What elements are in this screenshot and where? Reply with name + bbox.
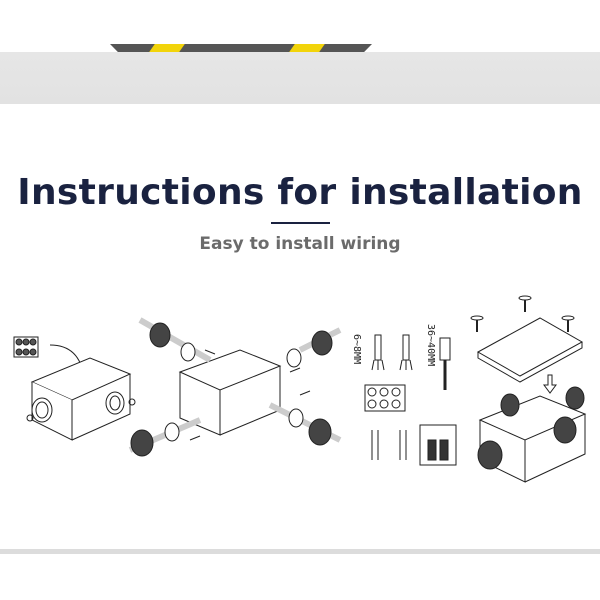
page-title: Instructions for installation	[17, 172, 583, 213]
title-divider	[271, 222, 330, 224]
product-image	[110, 44, 372, 52]
lid-screw-icon	[470, 295, 587, 483]
junction-box-open-icon	[13, 336, 136, 441]
bottom-divider	[0, 549, 600, 554]
grey-band	[0, 52, 600, 104]
yellow-stripe	[149, 44, 185, 52]
cable-gland-assembly-icon	[128, 317, 342, 457]
installation-diagram: 6~8MM 36~40MM	[0, 288, 600, 498]
page-subtitle: Easy to install wiring	[199, 234, 401, 254]
svg-text:36~40MM: 36~40MM	[425, 324, 436, 366]
wire-stripping-icon: 6~8MM 36~40MM	[351, 324, 457, 466]
svg-text:6~8MM: 6~8MM	[351, 334, 362, 364]
yellow-stripe	[289, 44, 325, 52]
top-background	[0, 0, 600, 46]
